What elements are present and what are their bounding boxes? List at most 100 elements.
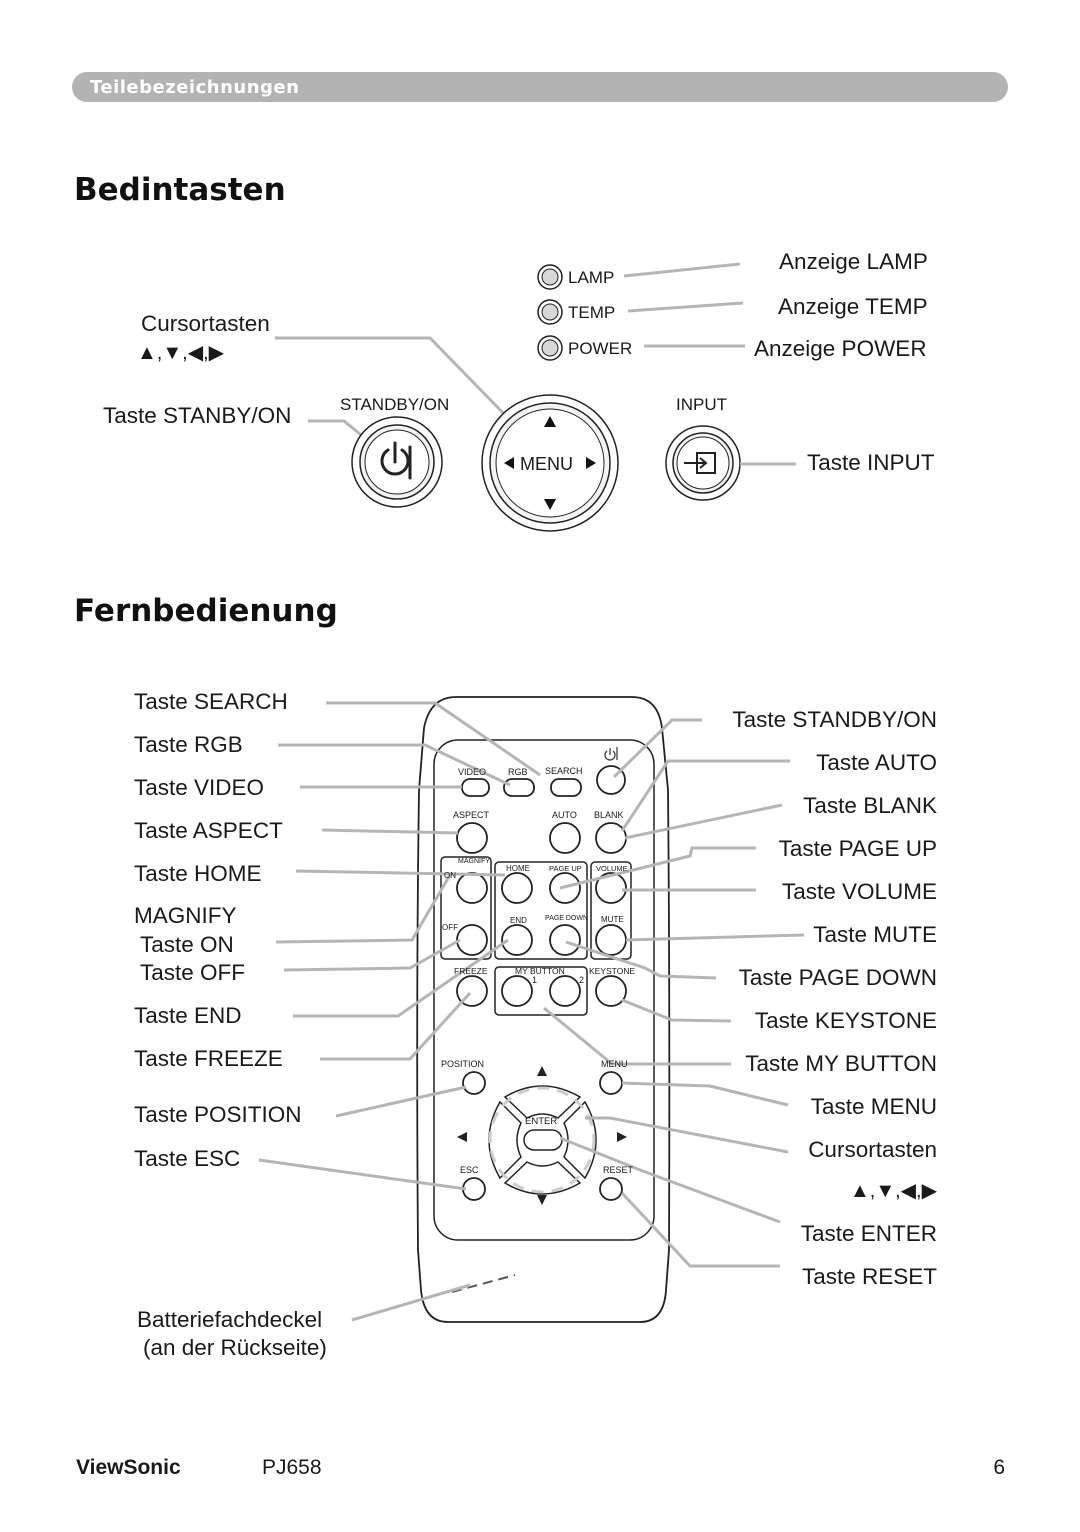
key-label-page-up: PAGE UP — [549, 864, 582, 873]
callout-standby: Taste STANBY/ON — [103, 403, 292, 428]
callout-end: Taste END — [134, 1003, 242, 1028]
key-label-home: HOME — [506, 864, 530, 873]
home-key — [501, 872, 533, 904]
callout-on: Taste ON — [140, 932, 234, 957]
standby-button-panel — [351, 416, 443, 508]
cursor-arrows-panel — [504, 416, 596, 510]
blank-key — [595, 822, 627, 854]
footer-model: PJ658 — [262, 1456, 322, 1479]
callout-battery-2: (an der Rückseite) — [143, 1335, 327, 1360]
callout-page-up: Taste PAGE UP — [778, 836, 937, 861]
page-down-key — [549, 924, 581, 956]
callout-cursor-arrows: ▲,▼,◀,▶ — [137, 342, 225, 364]
remote-power-icon — [604, 747, 618, 761]
key-label-blank: BLANK — [594, 810, 624, 820]
callout-off: Taste OFF — [140, 960, 246, 985]
reset-key — [599, 1177, 623, 1201]
callout-rgb: Taste RGB — [134, 732, 243, 757]
position-key — [462, 1071, 486, 1095]
callout-temp: Anzeige TEMP — [778, 294, 928, 319]
key-label-keystone: KEYSTONE — [589, 966, 636, 976]
key-label-video: VIDEO — [458, 767, 487, 777]
callout-battery-1: Batteriefachdeckel — [137, 1307, 323, 1332]
standby-label: STANDBY/ON — [340, 395, 450, 414]
callout-my-button: Taste MY BUTTON — [745, 1051, 937, 1076]
callout-home: Taste HOME — [134, 861, 262, 886]
callout-cursor-remote: Cursortasten — [808, 1137, 937, 1162]
callout-power: Anzeige POWER — [754, 336, 927, 361]
callout-mute: Taste MUTE — [813, 922, 937, 947]
callout-auto: Taste AUTO — [816, 750, 937, 775]
key-label-esc: ESC — [460, 1165, 479, 1175]
video-key — [461, 778, 490, 797]
key-label-magnify: MAGNIFY — [458, 858, 490, 865]
input-icon — [684, 452, 716, 474]
key-label-on: ON — [444, 871, 456, 880]
section-bar: Teilebezeichnungen — [72, 72, 1008, 102]
callout-page-down: Taste PAGE DOWN — [738, 965, 937, 990]
callout-aspect: Taste ASPECT — [134, 818, 283, 843]
key-label-position: POSITION — [441, 1059, 485, 1069]
aspect-key — [456, 822, 488, 854]
heading-controls: Bedintasten — [74, 172, 286, 208]
enter-key — [523, 1129, 563, 1151]
menu-key — [599, 1071, 623, 1095]
key-label-menu: MENU — [601, 1059, 628, 1069]
key-label-freeze: FREEZE — [454, 966, 488, 976]
menu-label: MENU — [520, 454, 573, 474]
keystone-key — [595, 975, 627, 1007]
key-label-search: SEARCH — [545, 766, 583, 776]
callout-reset: Taste RESET — [801, 1264, 937, 1289]
callout-magnify: MAGNIFY — [134, 903, 237, 928]
power-icon — [380, 441, 412, 480]
on-key — [456, 872, 488, 904]
volume-key — [595, 872, 627, 904]
page-number: 6 — [993, 1456, 1005, 1479]
key-label-volume: VOLUME — [596, 864, 628, 873]
my-button-1-key — [501, 975, 533, 1007]
key-label-one: 1 — [532, 975, 538, 985]
key-label-reset: RESET — [603, 1165, 634, 1175]
off-key — [456, 924, 488, 956]
callout-input: Taste INPUT — [807, 450, 935, 475]
key-label-two: 2 — [579, 975, 585, 985]
remote-cursor-arrows — [457, 1066, 627, 1205]
my-button-2-key — [549, 975, 581, 1007]
callout-cursor-arrows-remote: ▲,▼,◀,▶ — [849, 1180, 937, 1202]
callout-volume: Taste VOLUME — [781, 879, 937, 904]
cursor-pad-panel — [481, 394, 619, 532]
input-label: INPUT — [676, 395, 727, 414]
key-label-my-button: MY BUTTON — [515, 966, 565, 976]
callout-search: Taste SEARCH — [134, 689, 288, 714]
callout-standby-remote: Taste STANDBY/ON — [732, 707, 937, 732]
callout-lamp: Anzeige LAMP — [779, 249, 928, 274]
key-label-rgb: RGB — [508, 767, 528, 777]
key-label-enter: ENTER — [525, 1116, 558, 1127]
mute-key — [595, 924, 627, 956]
indicator-lamp — [537, 264, 563, 290]
section-title: Teilebezeichnungen — [90, 77, 300, 98]
callout-video: Taste VIDEO — [134, 775, 265, 800]
indicator-power — [537, 335, 563, 361]
key-label-auto: AUTO — [552, 810, 577, 820]
callout-freeze: Taste FREEZE — [134, 1046, 283, 1071]
lamp-label: LAMP — [568, 268, 615, 287]
esc-key — [462, 1177, 486, 1201]
key-label-page-down: PAGE DOWN — [545, 915, 589, 922]
footer-brand: ViewSonic — [76, 1456, 181, 1479]
callout-esc: Taste ESC — [134, 1146, 241, 1171]
key-label-aspect: ASPECT — [453, 810, 490, 820]
power-label: POWER — [568, 339, 633, 358]
callout-menu: Taste MENU — [810, 1094, 937, 1119]
key-label-off: OFF — [442, 923, 458, 932]
indicator-temp — [537, 299, 563, 325]
temp-label: TEMP — [568, 303, 616, 322]
key-label-end: END — [510, 916, 527, 925]
callout-position: Taste POSITION — [134, 1102, 302, 1127]
rgb-key — [503, 778, 535, 797]
callout-blank: Taste BLANK — [803, 793, 937, 818]
end-key — [501, 924, 533, 956]
callout-keystone: Taste KEYSTONE — [754, 1008, 937, 1033]
